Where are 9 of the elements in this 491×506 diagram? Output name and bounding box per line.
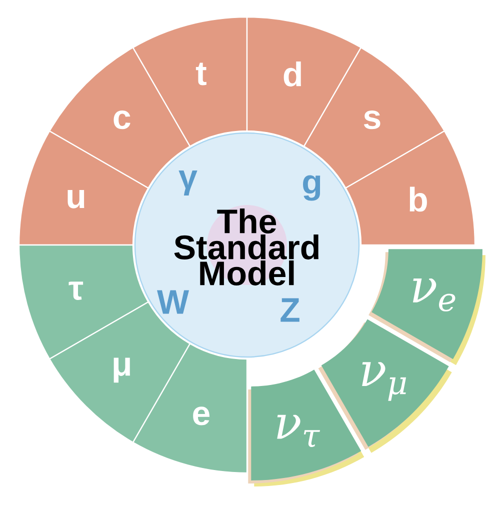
segment: e [132,343,248,474]
faint-letter: Z [280,298,300,322]
title: The Standard Model [174,208,318,286]
segment: d [246,16,362,147]
node-label: b [410,186,427,212]
node-label: ν$_{τ}$ [277,414,320,448]
segment: u [18,130,149,246]
segment: t [132,16,248,147]
segment: b [345,130,476,246]
